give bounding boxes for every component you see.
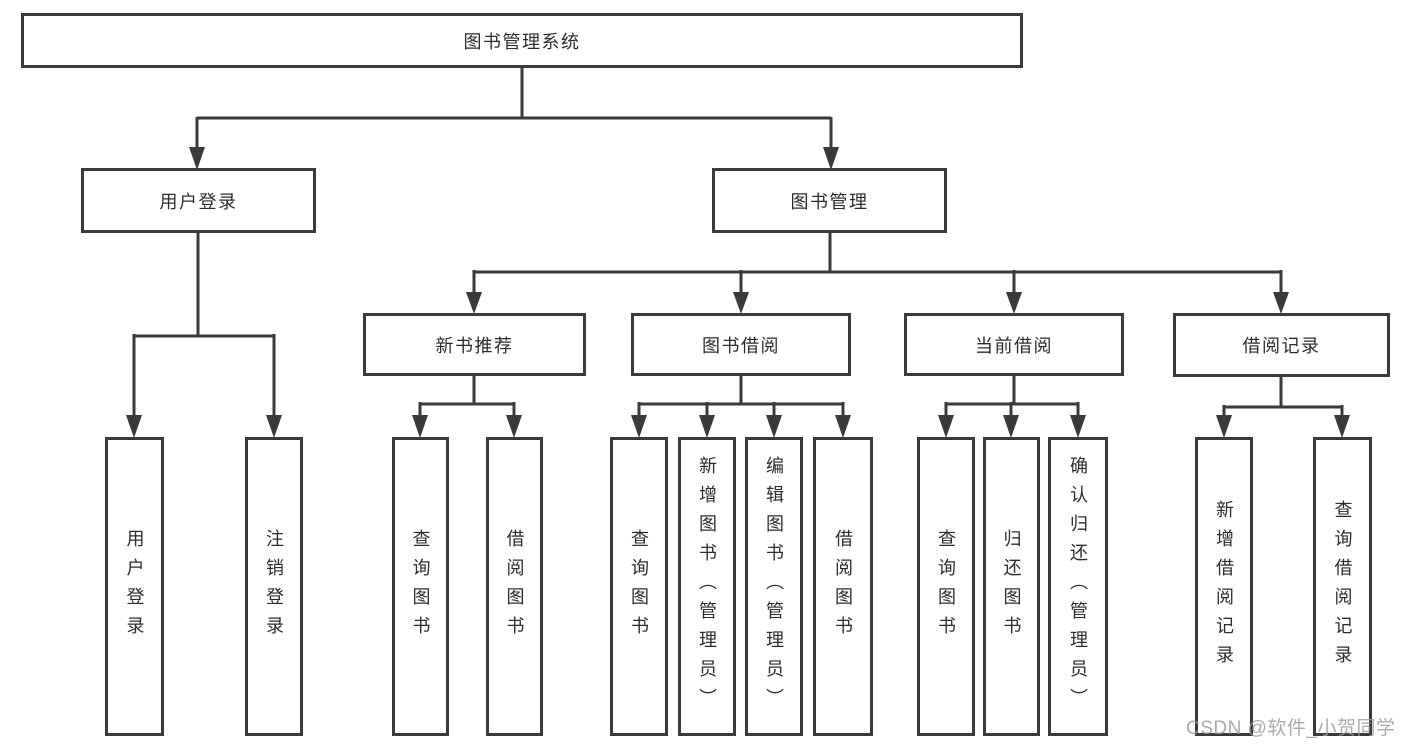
- leaf-add-borrow-record: 新增借阅记录: [1195, 437, 1253, 736]
- node-book-management-label: 图书管理: [790, 191, 869, 212]
- leaf-recommend-borrow-books: 借阅图书: [486, 437, 543, 736]
- leaf-edit-book-admin: 编辑图书（管理员）: [745, 437, 803, 736]
- leaf-logout: 注销登录: [245, 437, 303, 736]
- node-new-book-recommendation: 新书推荐: [363, 313, 586, 376]
- node-book-management: 图书管理: [712, 168, 947, 233]
- node-current-borrowing: 当前借阅: [904, 313, 1124, 376]
- node-new-book-recommendation-label: 新书推荐: [435, 335, 514, 356]
- node-root-label: 图书管理系统: [463, 31, 581, 52]
- leaf-recommend-query-books: 查询图书: [392, 437, 449, 736]
- leaf-borrow-query-books: 查询图书: [610, 437, 668, 736]
- leaf-return-books-label: 归还图书: [1001, 528, 1022, 645]
- leaf-user-login: 用户登录: [105, 437, 164, 736]
- leaf-add-book-admin-label: 新增图书（管理员）: [697, 456, 717, 717]
- leaf-edit-book-admin-label: 编辑图书（管理员）: [764, 456, 784, 717]
- node-current-borrowing-label: 当前借阅: [975, 335, 1053, 356]
- node-root-library-management-system: 图书管理系统: [21, 13, 1023, 68]
- leaf-borrow-books: 借阅图书: [813, 437, 873, 736]
- leaf-query-borrow-record-label: 查询借阅记录: [1332, 499, 1353, 674]
- node-borrowing-records-label: 借阅记录: [1242, 336, 1321, 356]
- csdn-watermark: CSDN @软件_小贺同学: [1186, 718, 1396, 739]
- leaf-borrow-query-books-label: 查询图书: [629, 528, 649, 645]
- leaf-confirm-return-admin: 确认归还（管理员）: [1048, 437, 1108, 736]
- leaf-add-book-admin: 新增图书（管理员）: [678, 437, 736, 736]
- leaf-return-books: 归还图书: [983, 437, 1040, 736]
- leaf-current-query-books: 查询图书: [917, 437, 975, 736]
- leaf-logout-label: 注销登录: [264, 528, 284, 645]
- leaf-query-borrow-record: 查询借阅记录: [1313, 437, 1372, 736]
- node-user-login: 用户登录: [81, 168, 316, 233]
- leaf-recommend-query-books-label: 查询图书: [410, 528, 431, 645]
- leaf-recommend-borrow-books-label: 借阅图书: [504, 528, 525, 645]
- leaf-current-query-books-label: 查询图书: [936, 528, 956, 645]
- leaf-confirm-return-admin-label: 确认归还（管理员）: [1068, 456, 1088, 717]
- node-book-borrowing: 图书借阅: [631, 313, 851, 376]
- leaf-borrow-books-label: 借阅图书: [833, 528, 853, 645]
- node-borrowing-records: 借阅记录: [1173, 313, 1390, 377]
- leaf-add-borrow-record-label: 新增借阅记录: [1214, 499, 1234, 674]
- node-user-login-label: 用户登录: [159, 191, 238, 212]
- node-book-borrowing-label: 图书借阅: [702, 335, 780, 356]
- leaf-user-login-label: 用户登录: [124, 528, 145, 645]
